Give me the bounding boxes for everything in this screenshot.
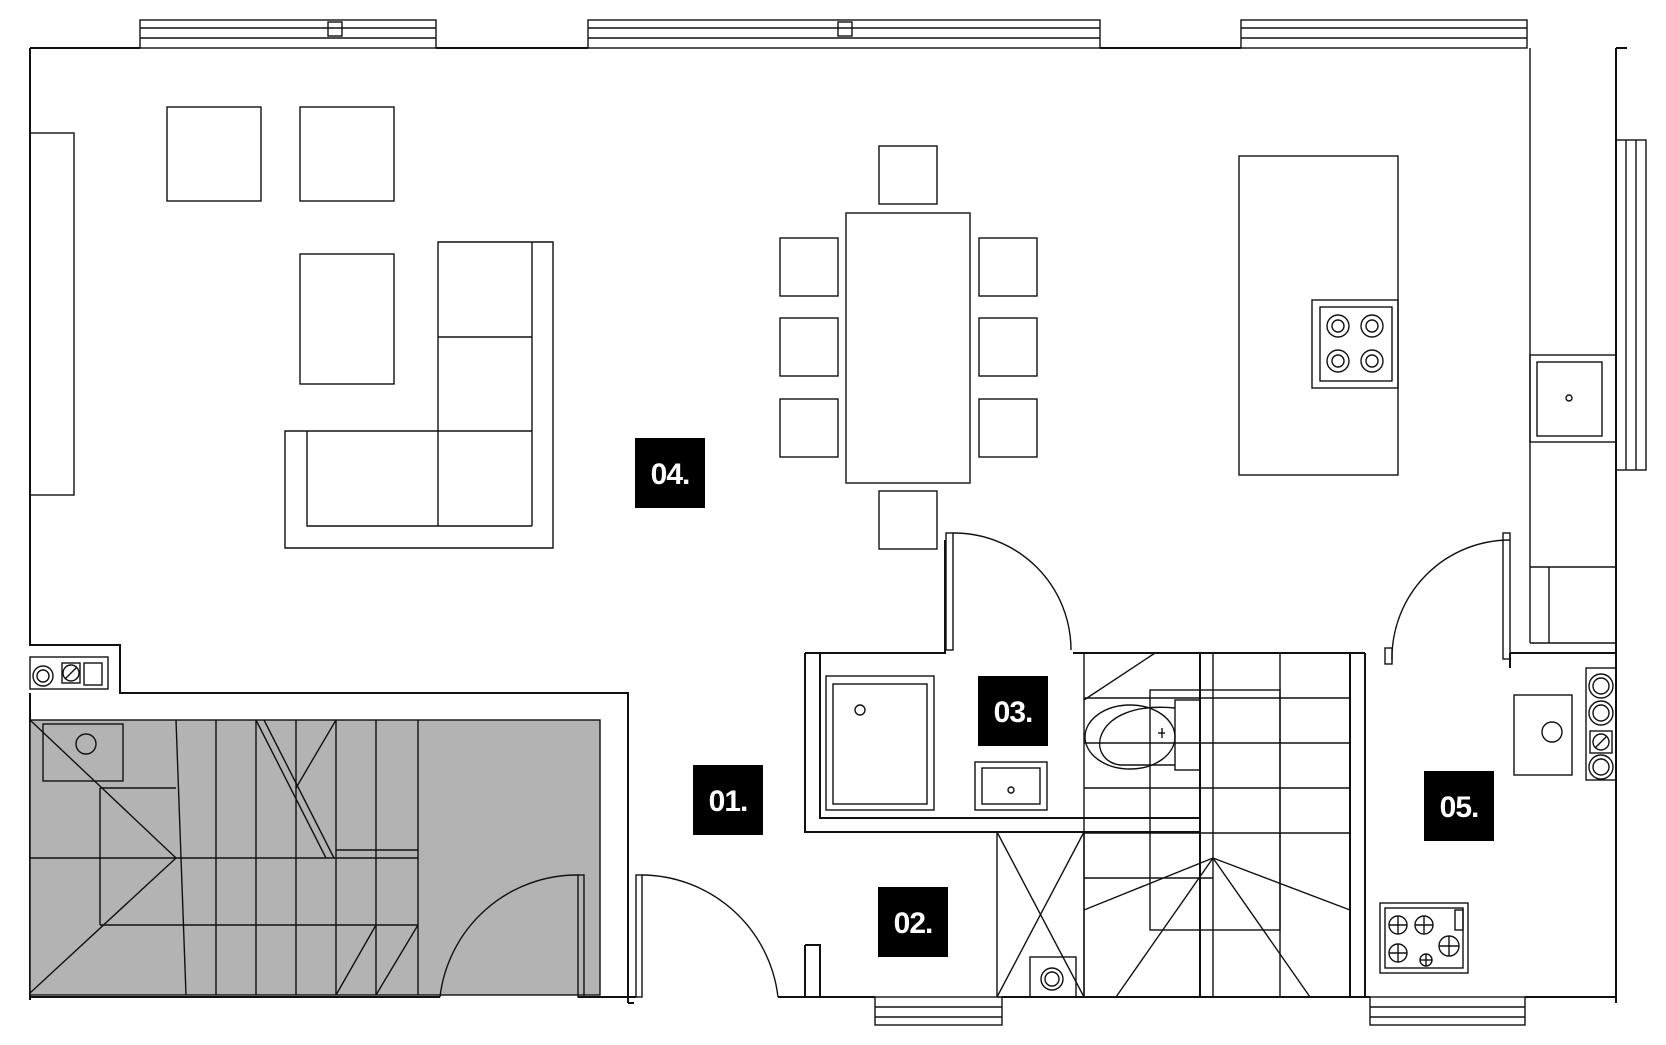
room-label-01-box <box>693 765 763 835</box>
room-label-02-text: 02. <box>894 907 933 940</box>
bathroom-door <box>945 532 1072 651</box>
entrance-door <box>439 874 779 1004</box>
kitchen-counter <box>1529 48 1617 644</box>
room-label-05: 05. <box>1424 771 1494 841</box>
room-label-05-box <box>1424 771 1494 841</box>
dining-table-set <box>779 145 1038 550</box>
room-label-03-text: 03. <box>994 696 1033 729</box>
room-label-01: 01. <box>693 765 763 835</box>
shaded-stair-area <box>29 719 601 996</box>
room-label-04-box <box>635 438 705 508</box>
room-05-walls <box>1350 532 1617 997</box>
room-label-04-text: 04. <box>651 458 690 491</box>
bathroom-walls <box>804 540 1201 997</box>
central-staircase <box>996 652 1351 998</box>
room-label-03-box <box>978 676 1048 746</box>
living-furniture <box>29 106 554 549</box>
room-label-04: 04. <box>635 438 705 508</box>
room-label-01-text: 01. <box>709 785 748 818</box>
windows <box>139 19 1647 1026</box>
room-label-02-box <box>878 887 948 957</box>
room-label-02: 02. <box>878 887 948 957</box>
meter-box <box>29 656 109 690</box>
room-label-03: 03. <box>978 676 1048 746</box>
kitchen-island <box>1238 155 1399 476</box>
room-label-05-text: 05. <box>1440 791 1479 824</box>
